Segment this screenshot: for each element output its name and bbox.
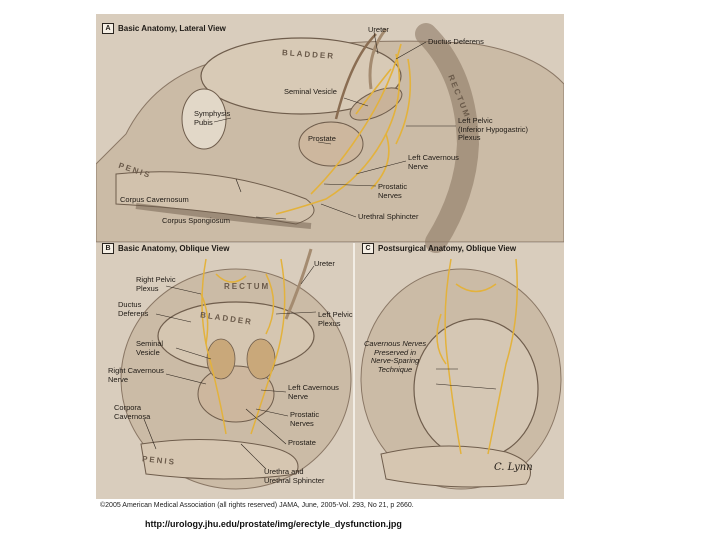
panel-c-title-text: Postsurgical Anatomy, Oblique View — [378, 244, 517, 253]
panel-a-title: A Basic Anatomy, Lateral View — [102, 23, 226, 34]
figure-drawing — [96, 23, 564, 499]
label-urethra-sphincter-b: Urethra and Urethral Sphincter — [264, 467, 325, 485]
panel-b-nerves — [200, 258, 286, 435]
corpus-spongiosum-shape — [135, 203, 312, 229]
label-ductus-deferens-a: Ductus Deferens — [428, 37, 484, 46]
label-left-cavernous-nerve-a: Left Cavernous Nerve — [408, 153, 459, 171]
label-prostate-a: Prostate — [308, 134, 336, 143]
panel-a-leader-lines — [213, 31, 456, 220]
panel-b-leader-lines — [143, 265, 317, 470]
seminal-vesicle-shape — [349, 87, 403, 121]
label-corpora-cavernosa-b: Corpora Cavernosa — [114, 403, 151, 421]
panel-c-title: C Postsurgical Anatomy, Oblique View — [362, 243, 516, 254]
label-ureter-a: Ureter — [368, 25, 389, 34]
ureter-oblique-shape — [284, 248, 313, 320]
seminal-vesicle-oblique-left — [206, 338, 236, 380]
label-seminal-vesicle-a: Seminal Vesicle — [284, 87, 337, 96]
panel-c-letter: C — [362, 243, 374, 254]
penis-postsurgical-shape — [380, 445, 531, 488]
bladder-postsurgical-shape — [413, 318, 539, 460]
label-ductus-deferens-b: Ductus Deferens — [118, 300, 149, 318]
label-left-cavernous-nerve-b: Left Cavernous Nerve — [288, 383, 339, 401]
label-ureter-b: Ureter — [314, 259, 335, 268]
rectum-shape — [415, 23, 480, 253]
panel-c-nerves — [436, 258, 518, 455]
label-corpus-spongiosum-a: Corpus Spongiosum — [162, 216, 230, 225]
penis-oblique-shape — [140, 438, 299, 480]
source-url[interactable]: http://urology.jhu.edu/prostate/img/erec… — [145, 519, 402, 529]
artist-signature: C. Lynn — [494, 462, 533, 473]
copyright-line: ©2005 American Medical Association (all … — [100, 502, 414, 509]
label-rectum-b: RECTUM — [224, 282, 271, 291]
panel-b-title-text: Basic Anatomy, Oblique View — [118, 244, 230, 253]
panel-c-illustration — [360, 258, 562, 490]
panel-a-title-text: Basic Anatomy, Lateral View — [118, 24, 226, 33]
panel-c-leader-lines — [435, 368, 497, 390]
label-urethral-sphincter-a: Urethral Sphincter — [358, 212, 419, 221]
prostate-oblique-shape — [197, 365, 275, 423]
label-seminal-vesicle-b: Seminal Vesicle — [136, 339, 164, 357]
label-corpus-cavernosum-a: Corpus Cavernosum — [120, 195, 189, 204]
label-left-pelvic-plexus-a: Left Pelvic (Inferior Hypogastric) Plexu… — [458, 116, 529, 142]
bladder-shape — [200, 37, 402, 115]
panel-a-illustration — [96, 23, 564, 253]
label-right-pelvic-plexus-b: Right Pelvic Plexus — [136, 275, 176, 293]
ureter-shape — [368, 28, 388, 90]
label-right-cavernous-nerve-b: Right Cavernous Nerve — [108, 366, 164, 384]
panel-a-nerves — [275, 43, 412, 215]
label-prostate-b: Prostate — [288, 438, 316, 447]
panel-a-letter: A — [102, 23, 114, 34]
panel-b-title: B Basic Anatomy, Oblique View — [102, 243, 229, 254]
bladder-oblique-shape — [157, 301, 315, 371]
label-cavernous-preserved-c: Cavernous Nerves Preserved in Nerve-Spar… — [364, 339, 427, 374]
label-prostatic-nerves-b: Prostatic Nerves — [290, 410, 320, 428]
panel-b-letter: B — [102, 243, 114, 254]
label-left-pelvic-plexus-b: Left Pelvic Plexus — [318, 310, 353, 328]
label-symphysis-pubis-a: Symphysis Pubis — [194, 109, 231, 127]
label-prostatic-nerves-a: Prostatic Nerves — [378, 182, 408, 200]
ductus-deferens-shape — [334, 33, 377, 120]
anatomy-figure: A Basic Anatomy, Lateral View Ureter Duc… — [96, 14, 564, 499]
panel-b-illustration — [120, 248, 352, 490]
